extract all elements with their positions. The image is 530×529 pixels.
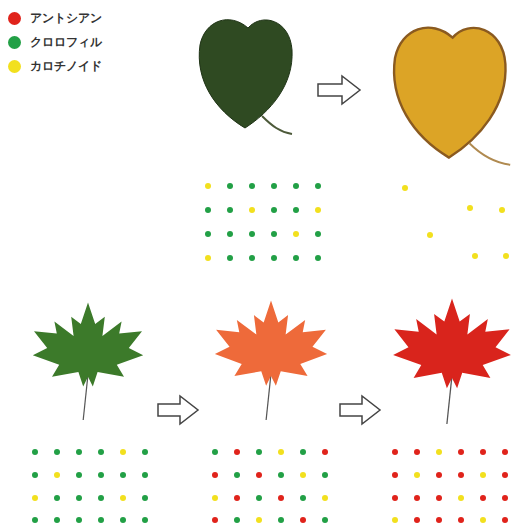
legend-swatch xyxy=(8,12,21,25)
legend-row: クロロフィル xyxy=(8,30,102,54)
pigment-dots xyxy=(32,183,509,523)
green-leaf xyxy=(199,20,292,134)
legend-swatch xyxy=(8,60,21,73)
legend: アントシアンクロロフィルカロチノイド xyxy=(8,6,102,78)
legend-text: カロチノイド xyxy=(30,58,102,75)
yellow-leaf xyxy=(394,28,510,165)
green-maple-leaf xyxy=(33,302,143,420)
orange-maple-leaf xyxy=(215,300,327,420)
legend-text: アントシアン xyxy=(30,10,102,27)
legend-row: カロチノイド xyxy=(8,54,102,78)
legend-text: クロロフィル xyxy=(30,34,102,51)
arrow xyxy=(158,396,198,424)
red-maple-leaf xyxy=(393,299,511,424)
arrow xyxy=(340,396,380,424)
legend-swatch xyxy=(8,36,21,49)
legend-row: アントシアン xyxy=(8,6,102,30)
arrow xyxy=(318,76,360,104)
